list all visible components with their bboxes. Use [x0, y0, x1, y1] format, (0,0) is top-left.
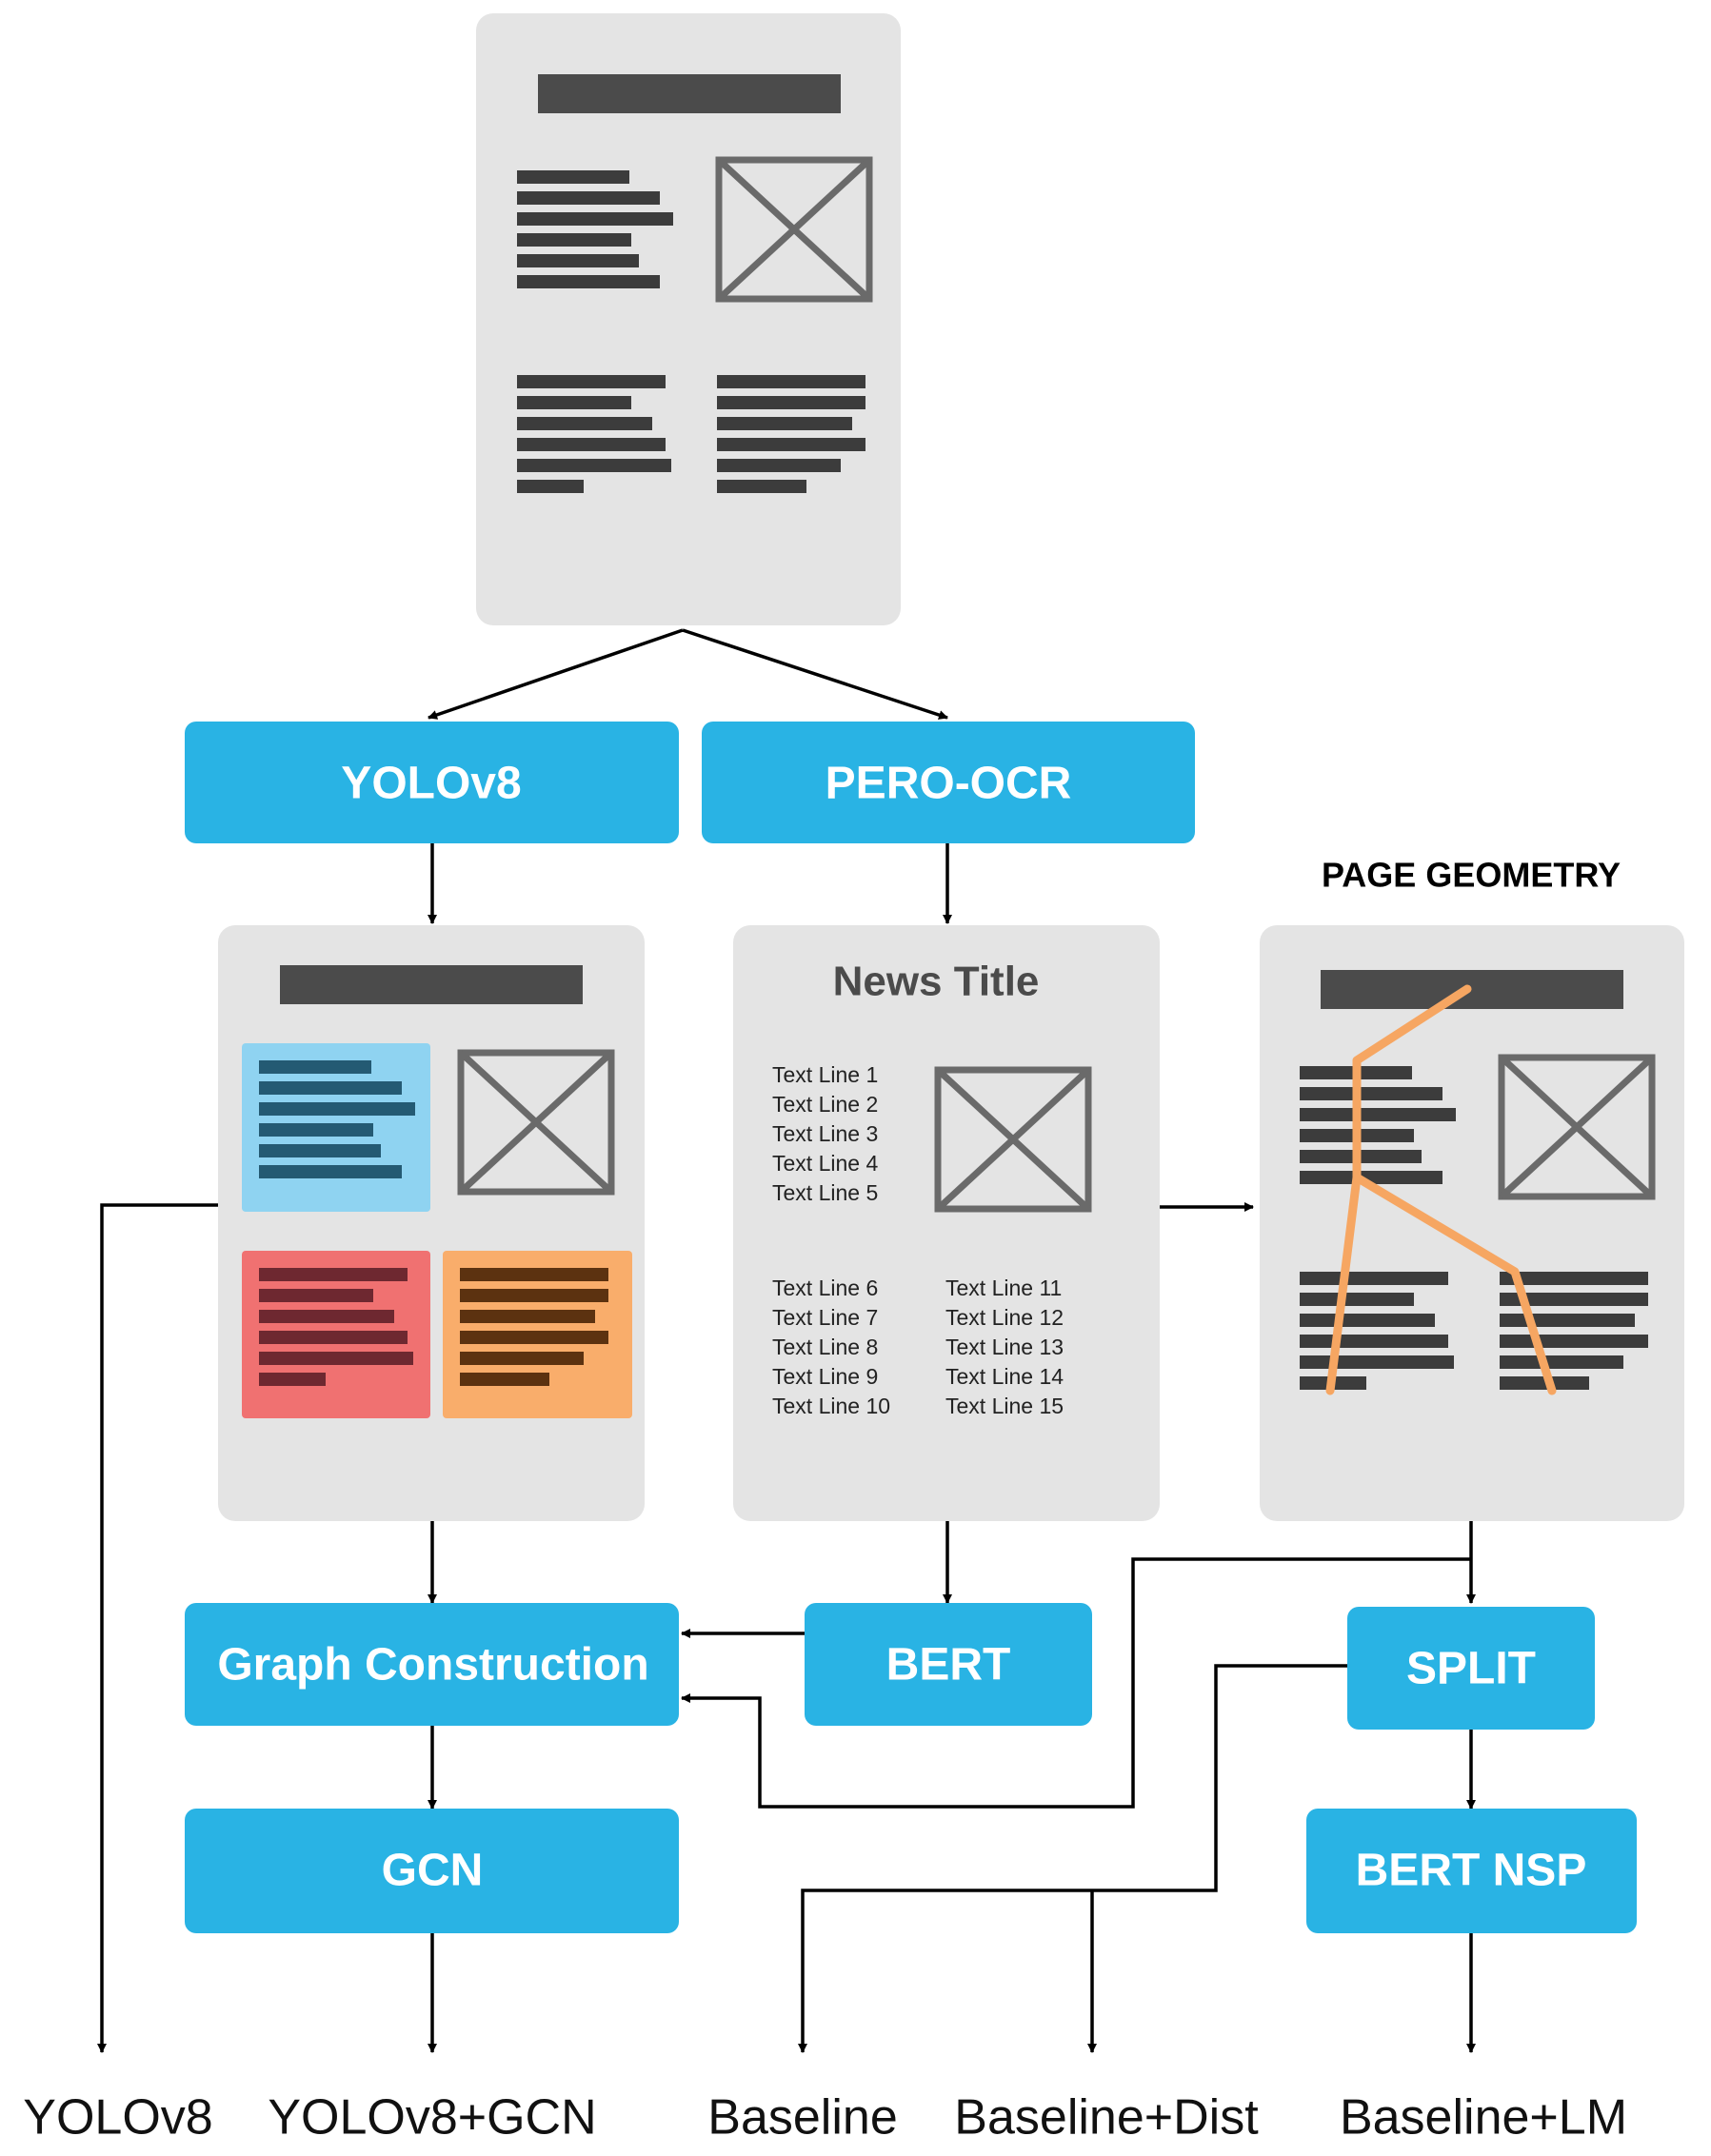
text-line: Text Line 4: [772, 1151, 878, 1176]
bert-nsp-box: BERT NSP: [1306, 1809, 1637, 1933]
text-line: Text Line 12: [945, 1305, 1064, 1330]
output-yolov8: YOLOv8: [23, 2090, 212, 2146]
news-title: News Title: [833, 959, 1040, 1005]
bert-box: BERT: [805, 1603, 1092, 1726]
yolo-layout-page: [218, 925, 645, 1521]
output-baseline: Baseline: [707, 2090, 897, 2146]
image-placeholder-icon: [1498, 1054, 1656, 1200]
reading-order-branch: [1352, 1173, 1557, 1395]
graph-construction-label: Graph Construction: [217, 1640, 648, 1691]
split-label: SPLIT: [1406, 1644, 1536, 1694]
output-labels: YOLOv8 YOLOv8+GCN Baseline Baseline+Dist…: [23, 2090, 1627, 2146]
output-baseline-lm: Baseline+LM: [1340, 2090, 1627, 2146]
text-line: Text Line 6: [772, 1276, 878, 1300]
text-line: Text Line 7: [772, 1305, 878, 1330]
input-page: [476, 13, 901, 625]
output-yolov8-gcn: YOLOv8+GCN: [268, 2090, 596, 2146]
connectors: [97, 628, 1476, 2053]
text-line: Text Line 15: [945, 1394, 1064, 1418]
text-lines-col-b: Text Line 6 Text Line 7 Text Line 8 Text…: [772, 1276, 890, 1418]
text-line: Text Line 11: [945, 1276, 1062, 1300]
text-line: Text Line 8: [772, 1335, 878, 1359]
text-line: Text Line 2: [772, 1092, 878, 1117]
split-box: SPLIT: [1347, 1607, 1595, 1730]
text-line: Text Line 10: [772, 1394, 890, 1418]
output-baseline-dist: Baseline+Dist: [954, 2090, 1259, 2146]
text-line: Text Line 13: [945, 1335, 1064, 1359]
pero-ocr-box: PERO-OCR: [702, 722, 1195, 843]
text-line: Text Line 14: [945, 1364, 1064, 1389]
gcn-label: GCN: [382, 1846, 484, 1896]
page-geometry-page: [1260, 925, 1684, 1521]
page-geometry-title: PAGE GEOMETRY: [1322, 856, 1621, 895]
yolov8-label: YOLOv8: [341, 759, 521, 809]
text-line: Text Line 9: [772, 1364, 878, 1389]
image-placeholder-icon: [934, 1066, 1092, 1213]
gcn-box: GCN: [185, 1809, 679, 1933]
text-lines-col-a: Text Line 1 Text Line 2 Text Line 3 Text…: [772, 1062, 878, 1205]
text-line: Text Line 1: [772, 1062, 878, 1087]
text-line: Text Line 5: [772, 1180, 878, 1205]
bert-nsp-label: BERT NSP: [1356, 1846, 1587, 1896]
pero-ocr-label: PERO-OCR: [826, 759, 1072, 809]
image-placeholder-icon: [457, 1049, 615, 1196]
bert-label: BERT: [886, 1640, 1011, 1691]
reading-order-path: [1325, 984, 1472, 1395]
ocr-page: News Title Text Line 1 Text Line 2 Text …: [733, 925, 1160, 1521]
graph-construction-box: Graph Construction: [185, 1603, 679, 1726]
yolov8-box: YOLOv8: [185, 722, 679, 843]
image-placeholder-icon: [715, 156, 873, 303]
text-lines-col-c: Text Line 11 Text Line 12 Text Line 13 T…: [945, 1276, 1064, 1418]
text-line: Text Line 3: [772, 1121, 878, 1146]
